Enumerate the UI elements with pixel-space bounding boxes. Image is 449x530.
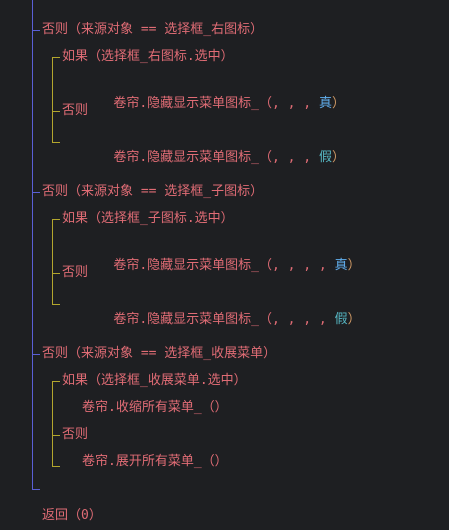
- code-line-hide-show-icon-true[interactable]: 卷帘.隐藏显示菜单图标_（, , , 真）: [82, 74, 345, 111]
- block-guide-1: [52, 57, 53, 142]
- code-line-hide-show-icon-false[interactable]: 卷帘.隐藏显示菜单图标_（, , , 假）: [82, 128, 345, 165]
- block-guide-outer-tick-3: [32, 354, 40, 355]
- code-line-else-3[interactable]: 否则: [62, 427, 89, 442]
- block-guide-1-tick-else: [52, 111, 60, 112]
- block-guide-1-tick-if: [52, 57, 60, 58]
- block-guide-outer-tick-2: [32, 192, 40, 193]
- code-line-else-if-right-icon[interactable]: 否则（来源对象 == 选择框_右图标）: [42, 22, 264, 37]
- block-guide-2-tick-if: [52, 219, 60, 220]
- block-guide-3-end: [52, 466, 60, 467]
- code-line-else-1[interactable]: 否则: [62, 103, 89, 118]
- code-line-collapse-all-menus[interactable]: 卷帘.收缩所有菜单_（）: [82, 400, 228, 415]
- code-line-if-collapse-checked[interactable]: 如果（选择框_收展菜单.选中）: [62, 373, 247, 388]
- code-line-else-2[interactable]: 否则: [62, 265, 89, 280]
- code-line-expand-all-menus[interactable]: 卷帘.展开所有菜单_（）: [82, 454, 228, 469]
- code-line-hide-show-sub-false[interactable]: 卷帘.隐藏显示菜单图标_（, , , , 假）: [82, 290, 360, 327]
- block-guide-outer: [32, 0, 33, 489]
- block-guide-outer-tick-1: [32, 30, 40, 31]
- code-false-literal: 假: [334, 312, 348, 327]
- code-line-else-if-collapse-menu[interactable]: 否则（来源对象 == 选择框_收展菜单）: [42, 346, 277, 361]
- code-call-text: 卷帘.隐藏显示菜单图标_（, , , ,: [113, 258, 335, 273]
- code-paren: ）: [331, 96, 345, 111]
- code-line-return[interactable]: 返回（0）: [42, 508, 102, 523]
- block-guide-2-end: [52, 304, 60, 305]
- block-guide-3-tick-else: [52, 435, 60, 436]
- code-true-literal: 真: [334, 258, 348, 273]
- code-line-if-right-icon-checked[interactable]: 如果（选择框_右图标.选中）: [62, 49, 234, 64]
- code-call-text: 卷帘.隐藏显示菜单图标_（, , ,: [113, 96, 319, 111]
- block-guide-1-end: [52, 142, 60, 143]
- block-guide-3-tick-if: [52, 381, 60, 382]
- code-line-hide-show-sub-true[interactable]: 卷帘.隐藏显示菜单图标_（, , , , 真）: [82, 236, 360, 273]
- code-paren: ）: [347, 258, 361, 273]
- code-call-text: 卷帘.隐藏显示菜单图标_（, , ,: [113, 150, 319, 165]
- code-call-text: 卷帘.隐藏显示菜单图标_（, , , ,: [113, 312, 335, 327]
- block-guide-3: [52, 381, 53, 466]
- code-true-literal: 真: [318, 96, 332, 111]
- block-guide-2-tick-else: [52, 273, 60, 274]
- code-false-literal: 假: [318, 150, 332, 165]
- code-line-else-if-sub-icon[interactable]: 否则（来源对象 == 选择框_子图标）: [42, 184, 264, 199]
- code-line-if-sub-icon-checked[interactable]: 如果（选择框_子图标.选中）: [62, 211, 234, 226]
- code-paren: ）: [331, 150, 345, 165]
- code-paren: ）: [347, 312, 361, 327]
- block-guide-2: [52, 219, 53, 304]
- block-guide-outer-end: [32, 489, 40, 490]
